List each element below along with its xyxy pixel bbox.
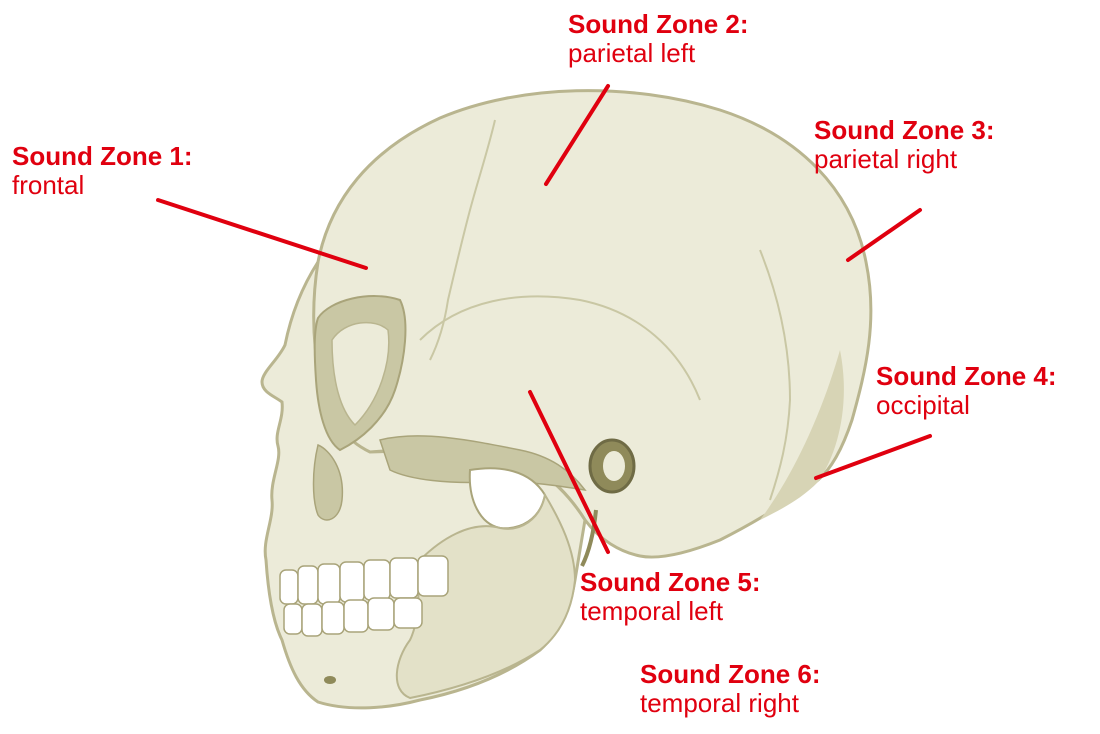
zone-label-5: Sound Zone 5: temporal left xyxy=(580,568,761,626)
zone-subtitle: frontal xyxy=(12,171,193,200)
ear-canal-inner xyxy=(603,451,625,481)
zone-title: Sound Zone 2: xyxy=(568,10,749,39)
mental-foramen xyxy=(324,676,336,684)
zone-subtitle: parietal right xyxy=(814,145,995,174)
zone-title: Sound Zone 1: xyxy=(12,142,193,171)
zone-label-4: Sound Zone 4: occipital xyxy=(876,362,1057,420)
zone-subtitle: temporal right xyxy=(640,689,821,718)
zone-label-6: Sound Zone 6: temporal right xyxy=(640,660,821,718)
zone-subtitle: parietal left xyxy=(568,39,749,68)
zone-label-1: Sound Zone 1: frontal xyxy=(12,142,193,200)
zone-title: Sound Zone 4: xyxy=(876,362,1057,391)
zone-title: Sound Zone 5: xyxy=(580,568,761,597)
zone-label-3: Sound Zone 3: parietal right xyxy=(814,116,995,174)
zone-subtitle: temporal left xyxy=(580,597,761,626)
skull-illustration xyxy=(262,91,871,708)
zone-label-2: Sound Zone 2: parietal left xyxy=(568,10,749,68)
zone-title: Sound Zone 6: xyxy=(640,660,821,689)
zone-title: Sound Zone 3: xyxy=(814,116,995,145)
zone-subtitle: occipital xyxy=(876,391,1057,420)
